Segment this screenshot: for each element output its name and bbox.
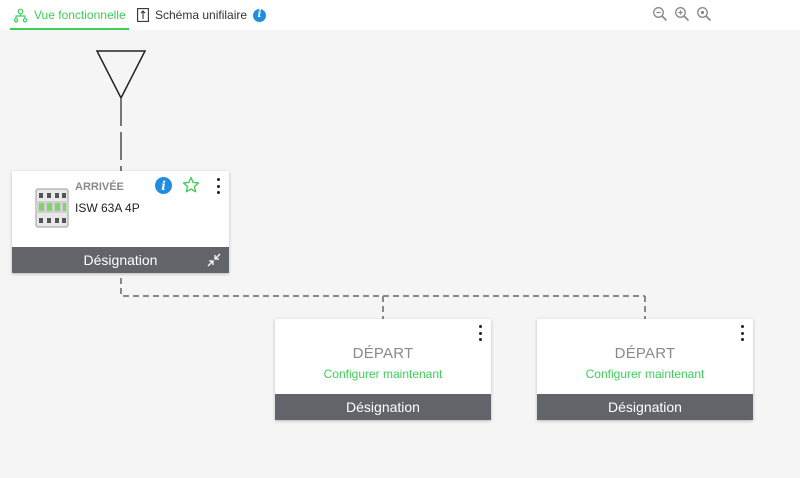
view-toolbar: Vue fonctionnelle Schéma unifilaire i (0, 0, 800, 30)
outgoing-type-label: DÉPART (352, 345, 414, 362)
outgoing-designation: Désignation (608, 399, 682, 415)
configure-now-link[interactable]: Configurer maintenant (323, 367, 443, 381)
more-vertical-icon[interactable] (215, 178, 221, 194)
outgoing-designation: Désignation (346, 399, 420, 415)
outgoing-footer: Désignation (537, 394, 753, 420)
incoming-card[interactable]: ARRIVÉE ISW 63A 4P i Désignation (12, 171, 229, 273)
power-source-symbol (95, 50, 147, 100)
tab-functional-view[interactable]: Vue fonctionnelle (10, 0, 129, 30)
zoom-in-icon[interactable] (674, 6, 690, 22)
tab-single-line-diagram-label: Schéma unifilaire (155, 8, 248, 22)
outgoing-type-label: DÉPART (614, 345, 676, 362)
incoming-designation: Désignation (83, 252, 158, 268)
outgoing-card-2[interactable]: DÉPART Configurer maintenant Désignation (537, 319, 753, 420)
more-vertical-icon[interactable] (477, 325, 483, 341)
bus-connector (120, 278, 645, 297)
incoming-product-name: ISW 63A 4P (75, 201, 140, 215)
configure-now-link[interactable]: Configurer maintenant (585, 367, 705, 381)
zoom-out-icon[interactable] (652, 6, 668, 22)
breaker-image (35, 188, 69, 228)
tab-functional-view-label: Vue fonctionnelle (34, 8, 126, 22)
zoom-reset-icon[interactable] (696, 6, 712, 22)
more-vertical-icon[interactable] (739, 325, 745, 341)
info-icon[interactable]: i (253, 8, 267, 22)
tab-single-line-diagram[interactable]: Schéma unifilaire i (137, 0, 267, 30)
incoming-footer: Désignation (12, 247, 229, 273)
diagram-connectors (95, 50, 646, 319)
star-icon[interactable] (182, 176, 200, 194)
incoming-type-label: ARRIVÉE (75, 181, 124, 193)
outgoing-footer: Désignation (275, 394, 491, 420)
collapse-icon[interactable] (206, 252, 222, 268)
hierarchy-icon (13, 8, 28, 22)
diagram-canvas: ARRIVÉE ISW 63A 4P i Désignation DÉPART … (0, 30, 800, 478)
info-icon[interactable]: i (155, 177, 172, 194)
single-line-diagram-icon (137, 8, 149, 22)
outgoing-card-1[interactable]: DÉPART Configurer maintenant Désignation (275, 319, 491, 420)
